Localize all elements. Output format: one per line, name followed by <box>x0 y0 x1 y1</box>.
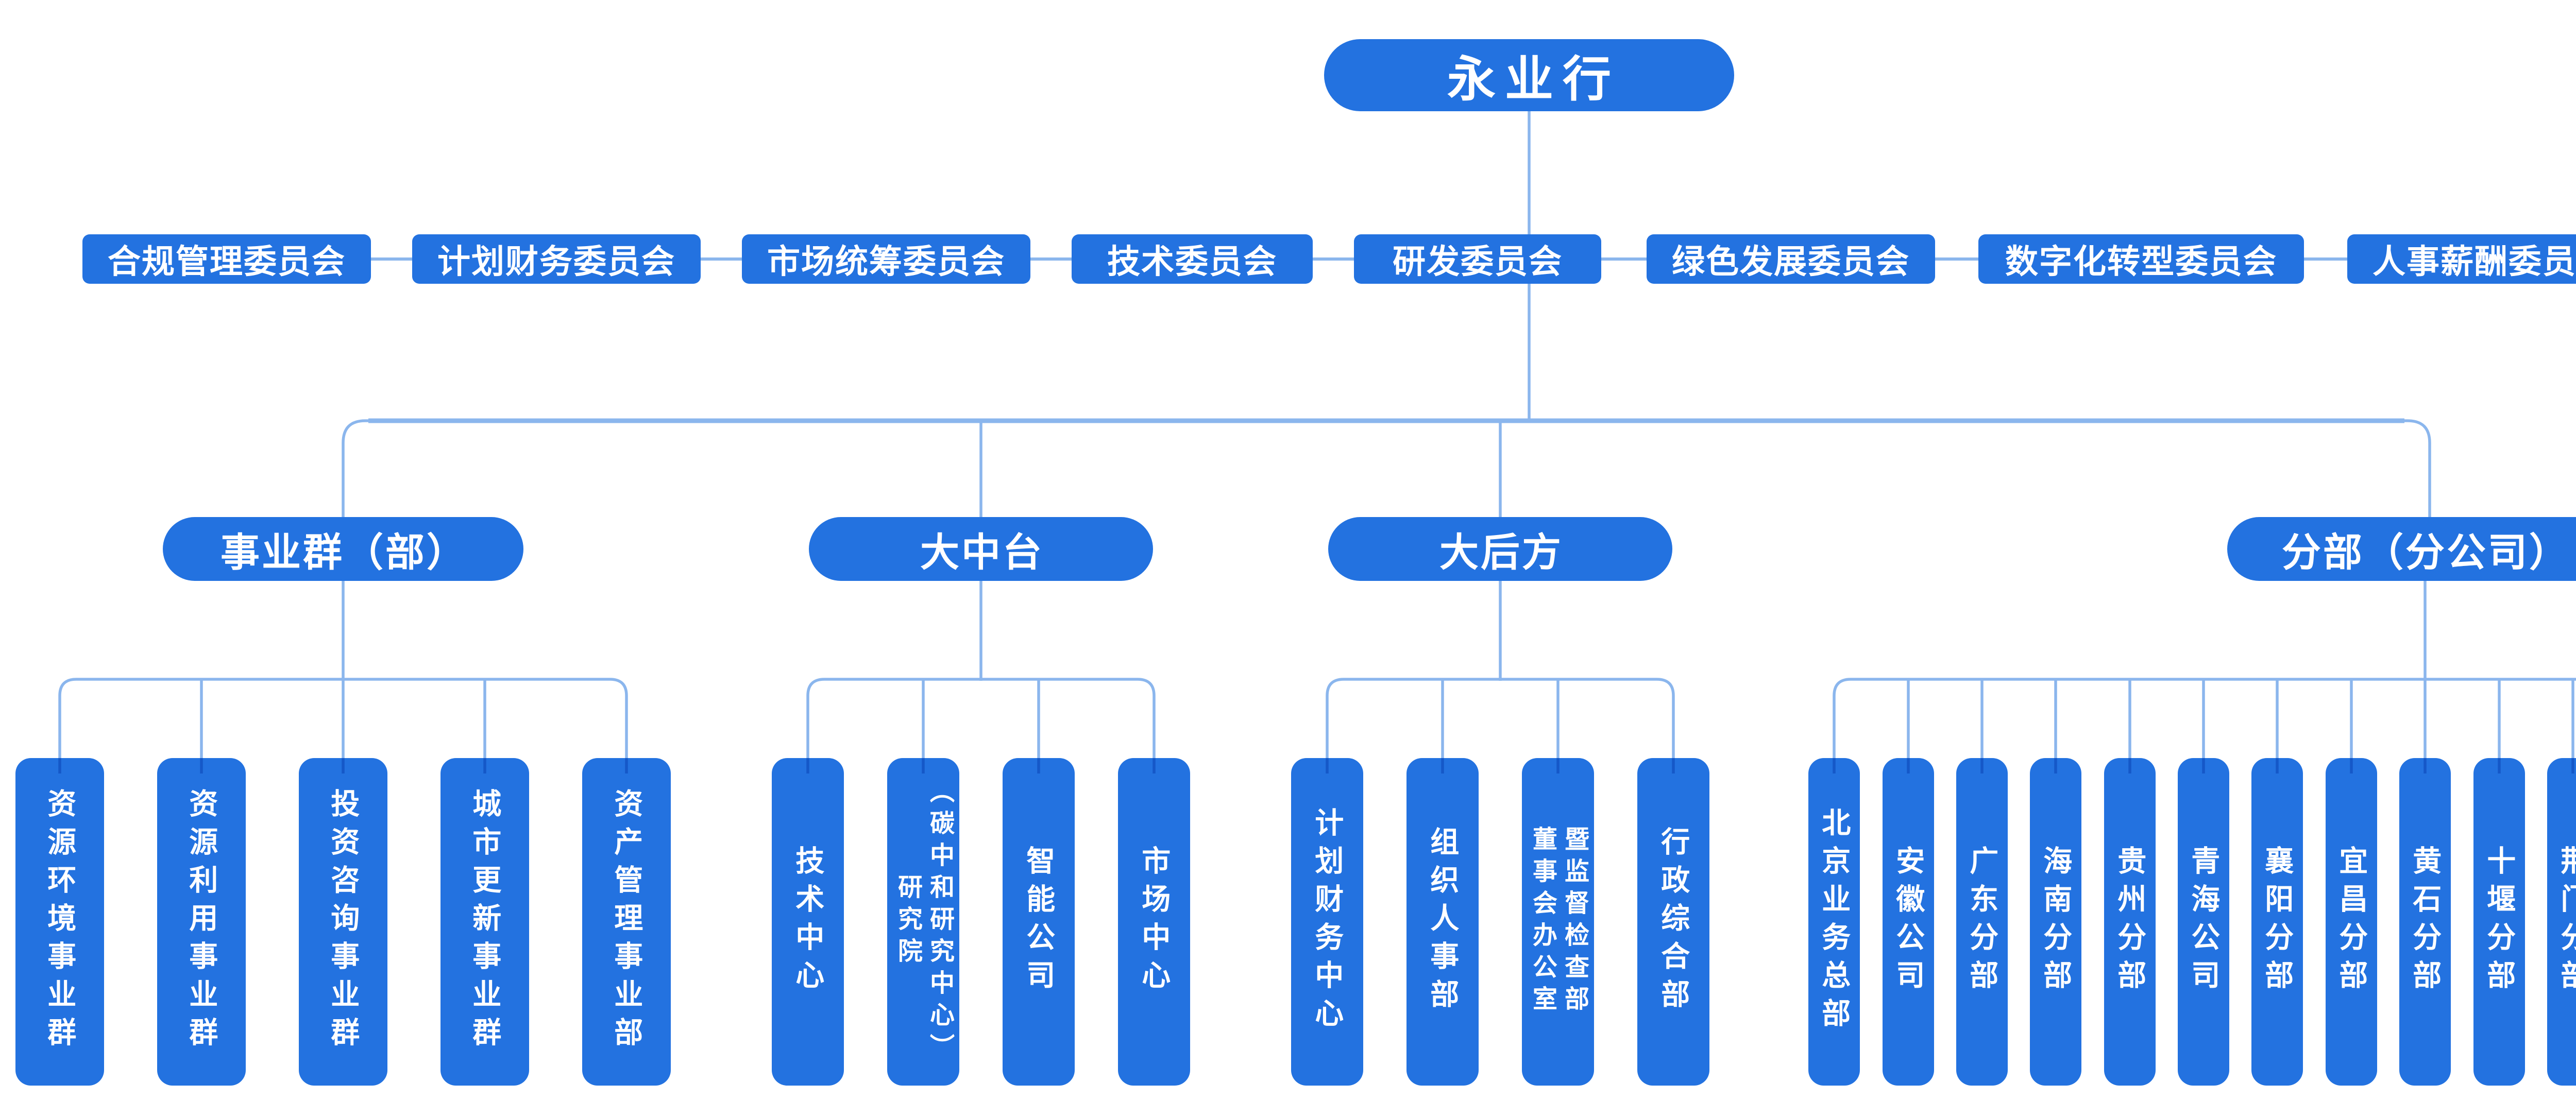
org-node-label: 永业行 <box>1447 52 1620 106</box>
org-node-label: 安徽公司 <box>1892 846 1925 998</box>
org-node-label: 襄阳分部 <box>2261 846 2294 998</box>
org-node-leaf: 资源环境事业群 <box>15 758 104 1086</box>
org-node-label: 绿色发展委员会 <box>1672 243 1910 280</box>
org-node-label: 贵州分部 <box>2113 846 2146 998</box>
org-node-label: 资产管理事业部 <box>610 788 643 1055</box>
org-node-label: 资源利用事业群 <box>185 788 218 1055</box>
org-node-label: 荆门分部 <box>2556 846 2576 998</box>
org-node-label: 北京业务总部 <box>1818 807 1851 1036</box>
org-node-label: 计划财务委员会 <box>437 243 675 280</box>
org-node-leaf: 宜昌分部 <box>2326 758 2377 1086</box>
org-node-label: 市场统筹委员会 <box>767 243 1005 280</box>
org-node-leaf: 北京业务总部 <box>1808 758 1860 1086</box>
org-node-label: 十堰分部 <box>2483 846 2516 998</box>
org-node-label: 大中台 <box>920 531 1044 575</box>
org-node-leaf: 投资咨询事业群 <box>299 758 387 1086</box>
org-node-leaf: 襄阳分部 <box>2251 758 2303 1086</box>
org-node-label: 宜昌分部 <box>2335 846 2368 998</box>
org-node-leaf: 计划财务中心 <box>1291 758 1363 1086</box>
org-node-label: 技术委员会 <box>1107 243 1277 280</box>
org-node-leaf: 黄石分部 <box>2399 758 2451 1086</box>
org-node-leaf: 十堰分部 <box>2473 758 2525 1086</box>
org-node-leaf: 广东分部 <box>1956 758 2008 1086</box>
org-node-label: 海南分部 <box>2039 846 2072 998</box>
org-node-leaf: 资产管理事业部 <box>582 758 671 1086</box>
org-node-label: 研究院 （碳中和研究中心） <box>894 778 953 1066</box>
org-node-label: 分部（分公司） <box>2282 531 2570 575</box>
org-node-label: 投资咨询事业群 <box>327 788 360 1055</box>
org-node-leaf: 技术中心 <box>772 758 844 1086</box>
org-node-label: 董事会办公室 暨监督检查部 <box>1529 826 1588 1018</box>
org-node-committee: 合规管理委员会 <box>82 234 371 284</box>
org-node-leaf: 智能公司 <box>1003 758 1075 1086</box>
org-node-label: 技术中心 <box>791 846 824 998</box>
org-node-leaf: 董事会办公室 暨监督检查部 <box>1522 758 1594 1086</box>
org-node-label: 资源环境事业群 <box>43 788 76 1055</box>
org-node-label: 人事薪酬委员会 <box>2372 243 2576 280</box>
org-node-group: 大中台 <box>809 517 1153 581</box>
org-node-group: 大后方 <box>1328 517 1672 581</box>
org-node-label: 黄石分部 <box>2409 846 2442 998</box>
org-node-leaf: 贵州分部 <box>2104 758 2156 1086</box>
org-node-leaf: 荆门分部 <box>2547 758 2576 1086</box>
org-node-leaf: 海南分部 <box>2030 758 2081 1086</box>
org-node-committee: 数字化转型委员会 <box>1978 234 2304 284</box>
org-node-leaf: 组织人事部 <box>1406 758 1479 1086</box>
org-node-committee: 技术委员会 <box>1072 234 1313 284</box>
org-node-label: 行政综合部 <box>1657 827 1690 1017</box>
org-node-label: 数字化转型委员会 <box>2005 243 2277 280</box>
org-node-label: 事业群（部） <box>221 531 468 575</box>
org-node-committee: 人事薪酬委员会 <box>2347 234 2576 284</box>
org-node-label: 市场中心 <box>1138 846 1171 998</box>
org-node-root: 永业行 <box>1324 39 1734 111</box>
org-node-leaf: 青海公司 <box>2178 758 2229 1086</box>
org-node-label: 广东分部 <box>1965 846 1998 998</box>
org-node-leaf: 研究院 （碳中和研究中心） <box>887 758 959 1086</box>
org-node-leaf: 安徽公司 <box>1883 758 1934 1086</box>
org-node-label: 组织人事部 <box>1426 827 1459 1017</box>
org-node-committee: 计划财务委员会 <box>412 234 701 284</box>
org-node-label: 智能公司 <box>1022 846 1055 998</box>
org-node-leaf: 行政综合部 <box>1637 758 1709 1086</box>
org-node-label: 研发委员会 <box>1393 243 1563 280</box>
org-node-label: 大后方 <box>1439 531 1563 575</box>
org-node-leaf: 市场中心 <box>1118 758 1190 1086</box>
org-node-group: 事业群（部） <box>163 517 523 581</box>
org-node-leaf: 资源利用事业群 <box>157 758 246 1086</box>
org-node-leaf: 城市更新事业群 <box>440 758 529 1086</box>
org-node-committee: 市场统筹委员会 <box>742 234 1030 284</box>
org-node-group: 分部（分公司） <box>2227 517 2576 581</box>
org-node-label: 青海公司 <box>2187 846 2220 998</box>
org-node-committee: 研发委员会 <box>1354 234 1601 284</box>
org-node-label: 城市更新事业群 <box>468 788 501 1055</box>
org-node-label: 计划财务中心 <box>1311 807 1344 1036</box>
org-node-label: 合规管理委员会 <box>108 243 346 280</box>
org-node-committee: 绿色发展委员会 <box>1647 234 1935 284</box>
